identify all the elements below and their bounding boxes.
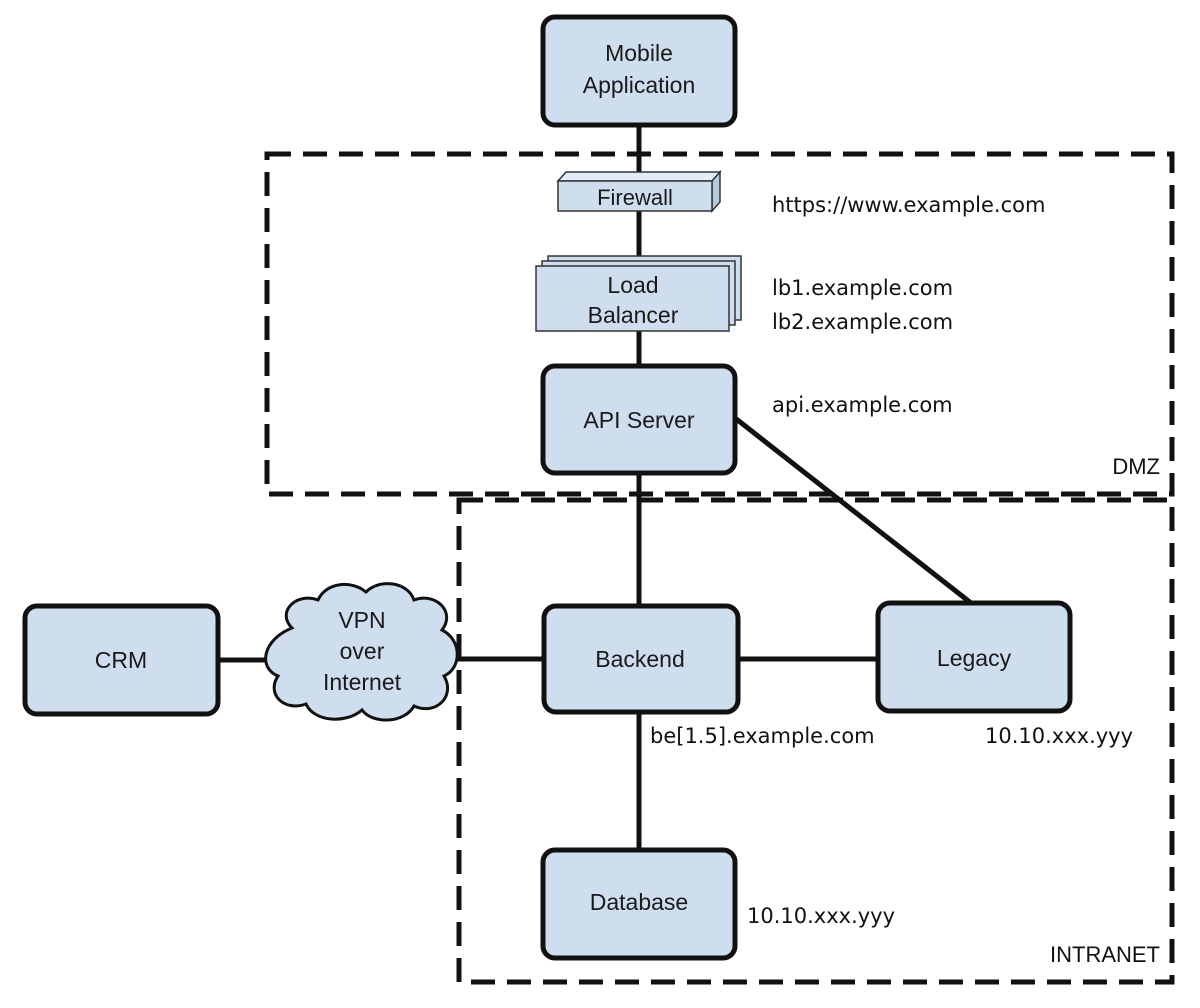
vpn-label-line2: over — [340, 638, 385, 664]
crm-node: CRM — [22, 603, 221, 717]
legacy-label: Legacy — [937, 645, 1012, 671]
vpn-cloud-node: VPN over Internet — [264, 582, 459, 722]
firewall-label: Firewall — [597, 185, 673, 210]
backend-label: Backend — [595, 646, 685, 672]
intranet-zone — [456, 497, 1175, 985]
lb2-host-annotation: lb2.example.com — [772, 310, 953, 334]
vpn-label-line3: Internet — [323, 669, 402, 695]
intranet-zone-label: INTRANET — [1050, 942, 1160, 967]
lb1-host-annotation: lb1.example.com — [772, 276, 953, 300]
mobile-application-label-line2: Application — [583, 72, 696, 98]
backend-host-annotation: be[1.5].example.com — [650, 724, 875, 748]
edge-api-legacy — [733, 416, 973, 605]
firewall-node: Firewall — [556, 170, 722, 213]
crm-label: CRM — [95, 647, 147, 673]
database-node: Database — [540, 847, 738, 961]
firewall-host-annotation: https://www.example.com — [772, 193, 1045, 217]
load-balancer-front-card — [535, 265, 730, 332]
legacy-node: Legacy — [875, 600, 1073, 714]
database-ip-annotation: 10.10.xxx.yyy — [747, 904, 895, 928]
dmz-zone — [264, 151, 1175, 497]
load-balancer-node: Load Balancer — [535, 255, 742, 332]
legacy-ip-annotation: 10.10.xxx.yyy — [985, 724, 1133, 748]
api-server-node: API Server — [540, 363, 738, 476]
backend-node: Backend — [541, 603, 741, 715]
database-label: Database — [590, 889, 688, 915]
dmz-zone-label: DMZ — [1112, 454, 1160, 479]
mobile-application-node: Mobile Application — [540, 14, 738, 128]
api-server-label: API Server — [583, 407, 695, 433]
mobile-application-label-line1: Mobile — [605, 40, 673, 66]
load-balancer-label-line2: Balancer — [588, 302, 679, 328]
api-host-annotation: api.example.com — [772, 393, 953, 417]
vpn-cloud-shape — [264, 582, 459, 722]
vpn-label-line1: VPN — [338, 607, 385, 633]
load-balancer-label-line1: Load — [607, 272, 658, 298]
